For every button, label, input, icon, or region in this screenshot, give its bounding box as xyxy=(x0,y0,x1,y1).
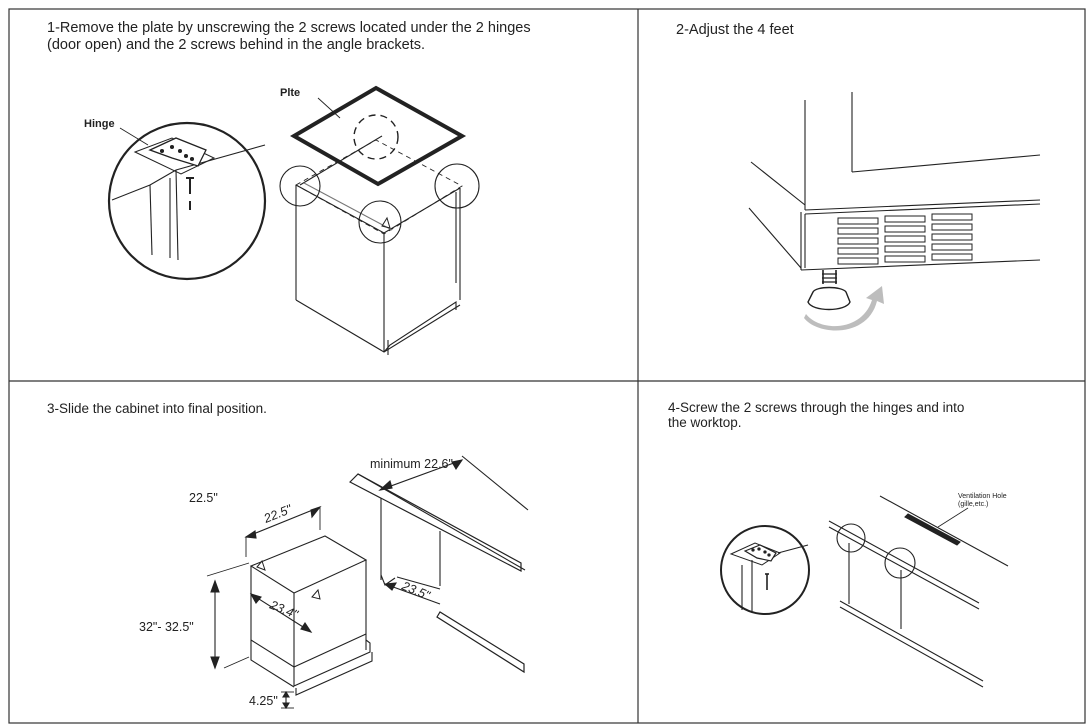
screw-icon xyxy=(186,177,194,210)
cabinet-width-side-label: 22.5" xyxy=(261,502,294,526)
hinge-plate xyxy=(148,137,207,167)
step-4-line-2: the worktop. xyxy=(668,415,742,430)
hinge-detail-circle xyxy=(107,121,267,281)
ventilation-label-line-2: (gille,etc.) xyxy=(958,501,988,508)
step-2-line-1: 2-Adjust the 4 feet xyxy=(676,22,794,38)
opening-depth-label: 23.5" xyxy=(399,578,432,602)
cabinet-box xyxy=(249,535,373,696)
hinge-detail-circle-small xyxy=(720,525,810,615)
adjustable-foot xyxy=(807,270,851,311)
cabinet-height-label: 32"- 32.5" xyxy=(139,620,194,634)
step-3-diagram xyxy=(206,455,529,710)
cabinet-width-top-label: 22.5" xyxy=(189,491,218,505)
plate-center-circle xyxy=(353,114,399,160)
ventilation-slot xyxy=(904,513,961,546)
hinge-circle-left xyxy=(836,523,866,553)
minimum-depth-label: minimum 22.6" xyxy=(370,457,453,471)
step-2-caption: 2-Adjust the 4 feet xyxy=(676,22,794,39)
step-3-line-1: 3-Slide the cabinet into final position. xyxy=(47,401,267,416)
corner-circle-front xyxy=(358,200,402,244)
foot-height-label: 4.25" xyxy=(249,694,278,708)
cabinet-body xyxy=(295,135,463,355)
outer-border xyxy=(8,8,1086,724)
panel-grid xyxy=(8,8,1086,724)
plate-label: Plte xyxy=(280,87,300,99)
corner-circle-right xyxy=(434,163,480,209)
ventilation-label-line-1: Ventilation Hole xyxy=(958,493,1007,500)
step-4-diagram xyxy=(720,495,1009,688)
step-4-caption: 4-Screw the 2 screws through the hinges … xyxy=(668,400,964,430)
hinge-label: Hinge xyxy=(84,118,115,130)
step-1-diagram xyxy=(107,85,480,355)
top-plate xyxy=(290,85,467,187)
step-1-line-2: (door open) and the 2 screws behind in t… xyxy=(47,37,426,53)
rotation-arrow xyxy=(804,286,884,331)
ventilation-grille xyxy=(837,213,973,265)
step-1-caption: 1-Remove the plate by unscrewing the 2 s… xyxy=(47,20,531,54)
corner-circle-left xyxy=(279,165,321,207)
cabinet-depth-label: 23.4" xyxy=(267,597,300,621)
step-4-line-1: 4-Screw the 2 screws through the hinges … xyxy=(668,400,965,415)
step-3-caption: 3-Slide the cabinet into final position. xyxy=(47,400,267,417)
step-2-diagram xyxy=(748,92,1041,331)
hinge-circle-right xyxy=(884,547,916,579)
step-1-line-1: 1-Remove the plate by unscrewing the 2 s… xyxy=(47,20,531,36)
